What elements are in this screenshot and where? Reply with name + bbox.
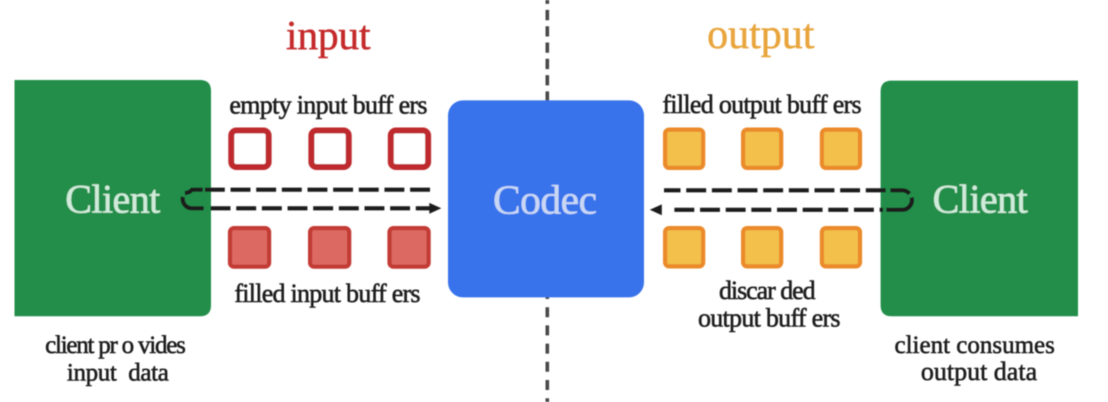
svg-text:client pr o vides: client pr o vides: [45, 332, 185, 359]
svg-text:input data: input data: [67, 360, 169, 387]
svg-text:Client: Client: [65, 177, 160, 222]
svg-text:Client: Client: [933, 177, 1028, 222]
svg-text:empty input buff ers: empty input buff ers: [229, 90, 427, 119]
svg-text:filled input buff ers: filled input buff ers: [234, 279, 420, 308]
svg-text:output buff ers: output buff ers: [698, 304, 840, 333]
svg-text:discar ded: discar ded: [719, 276, 816, 305]
svg-text:output data: output data: [921, 357, 1038, 386]
svg-text:client consumes: client consumes: [895, 332, 1055, 359]
svg-text:Codec: Codec: [493, 176, 597, 222]
svg-text:output: output: [707, 12, 815, 58]
svg-text:filled output buff ers: filled output buff ers: [662, 90, 861, 119]
svg-text:input: input: [286, 12, 371, 58]
